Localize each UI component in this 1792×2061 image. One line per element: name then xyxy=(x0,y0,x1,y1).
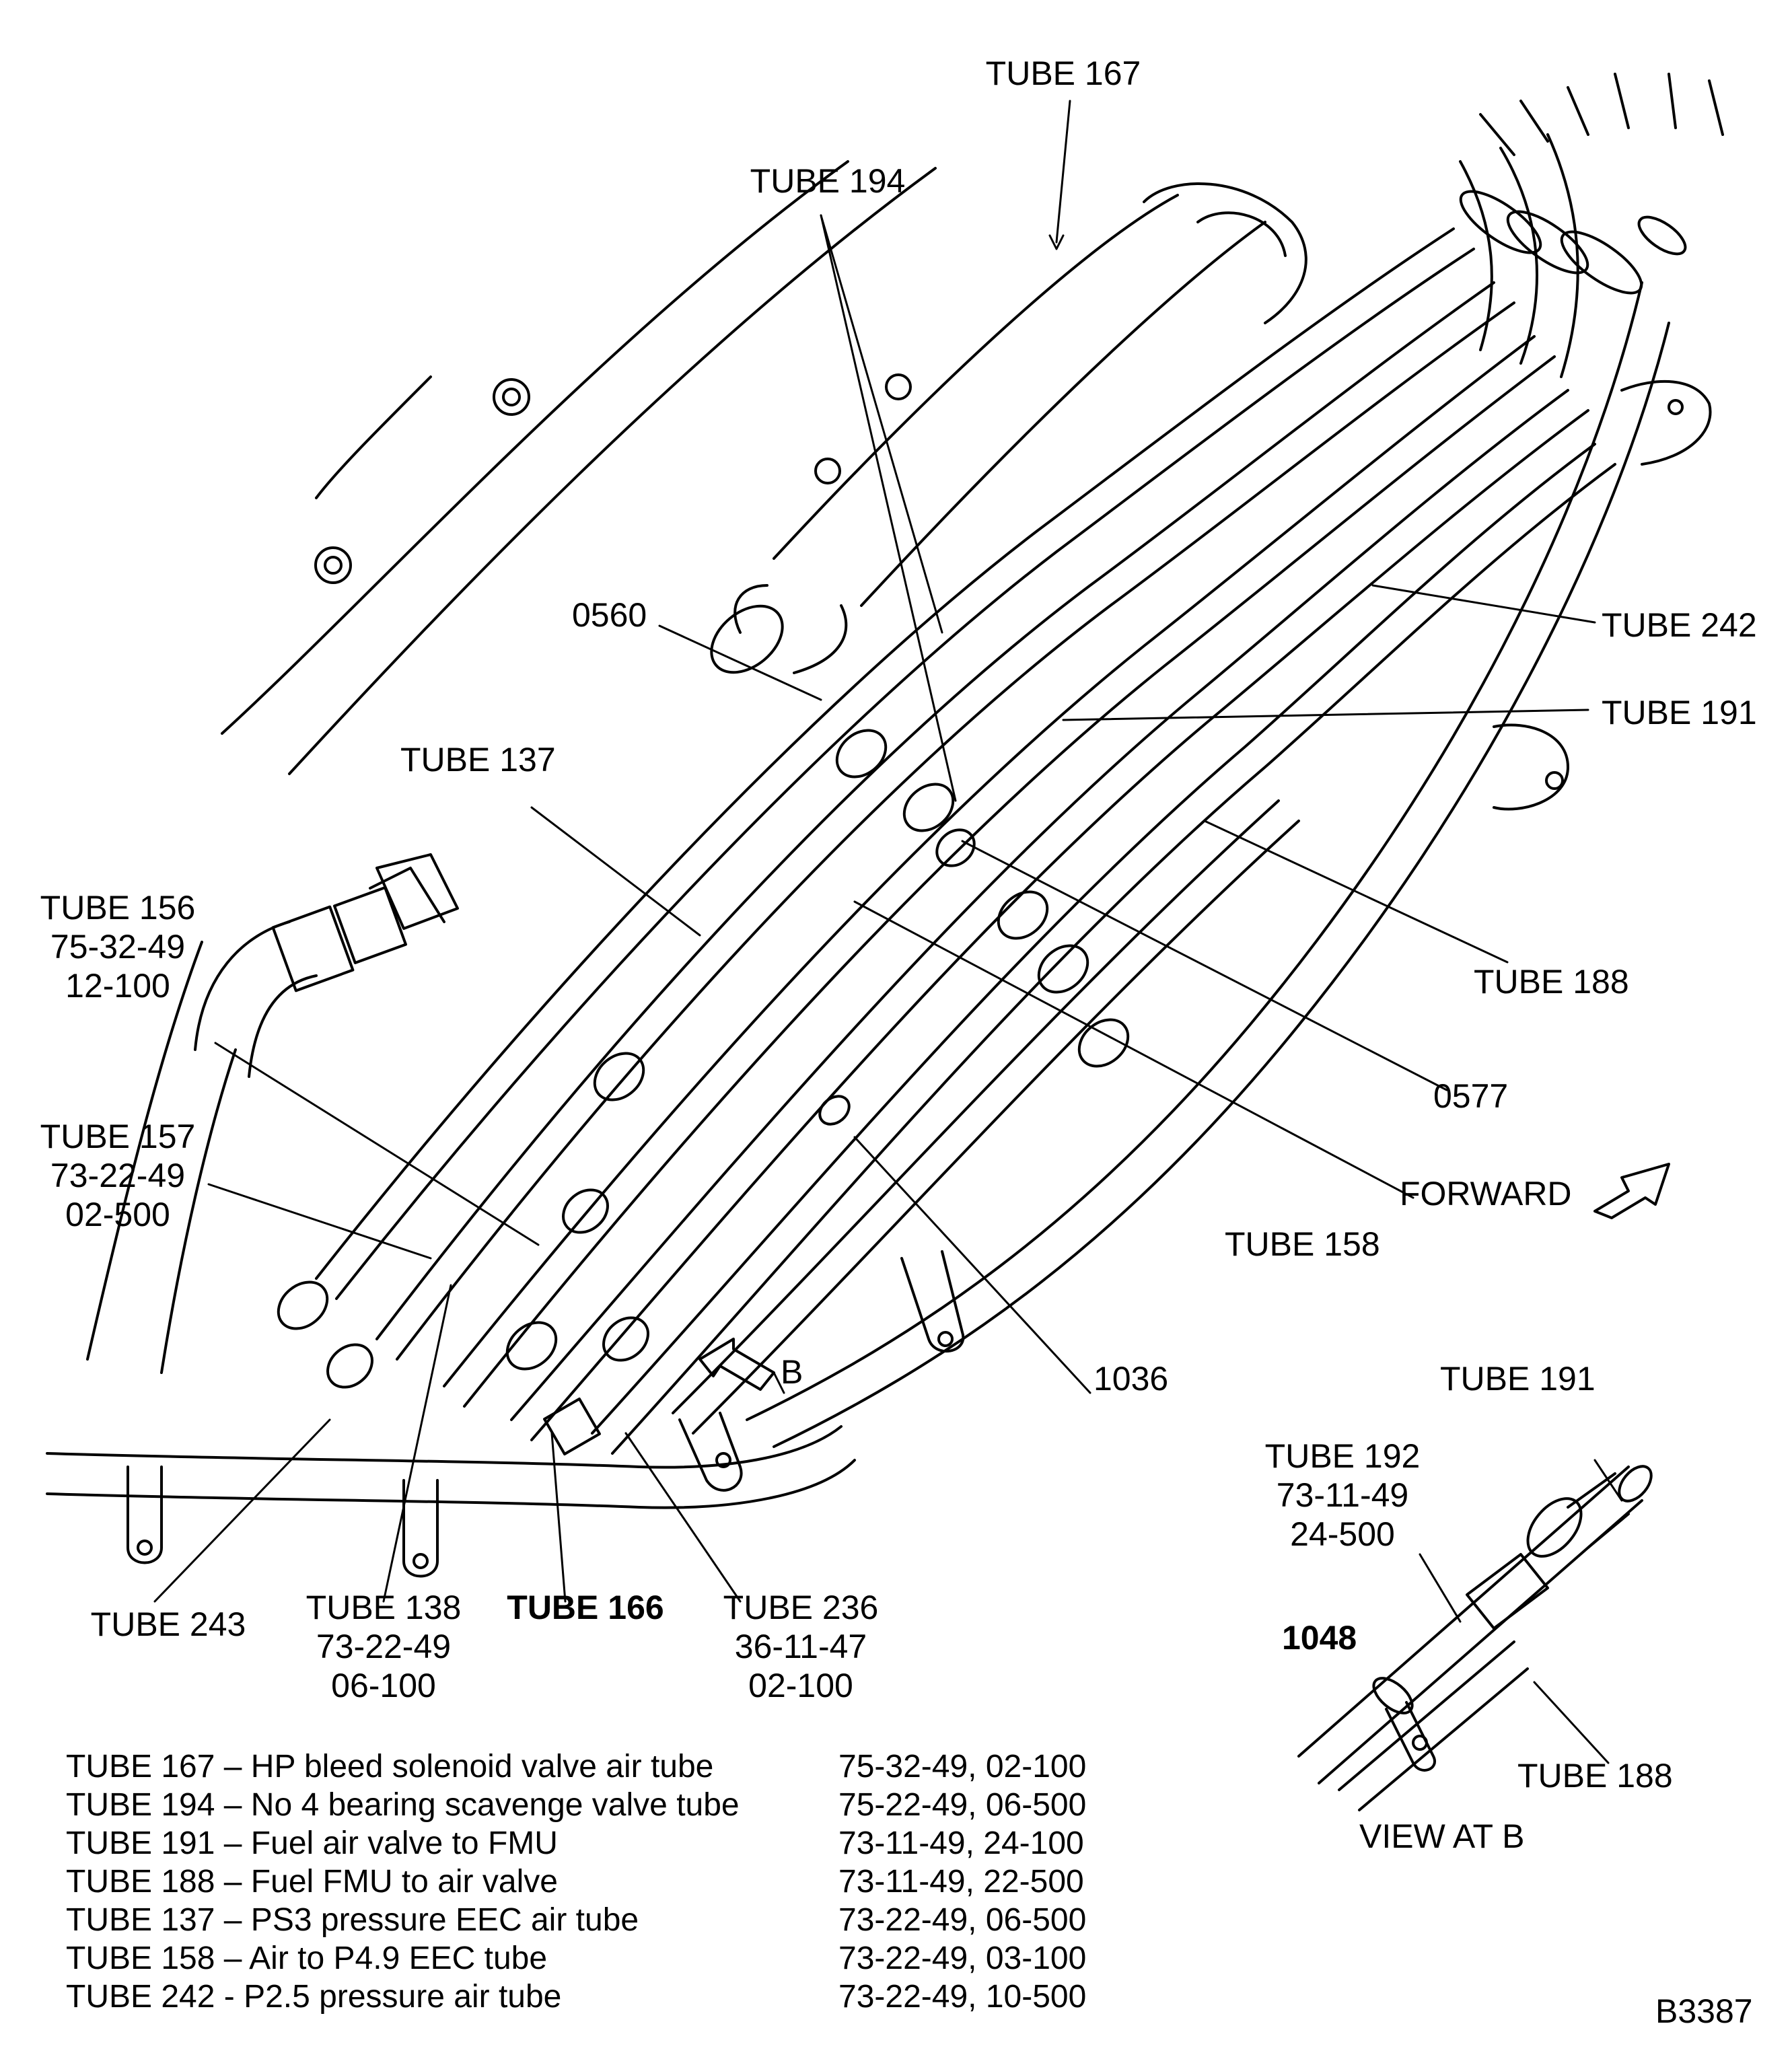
support-frame xyxy=(746,281,1712,1448)
lower-rail xyxy=(46,1250,965,1578)
label-tube-236-figure: 02-100 xyxy=(748,1667,853,1704)
couplings xyxy=(277,604,1130,1455)
legend-ref: 73-11-49, 22-500 xyxy=(838,1864,1084,1900)
figure-id: B3387 xyxy=(1655,1992,1753,2030)
legend-tube: TUBE 191 – Fuel air valve to FMU xyxy=(66,1825,558,1861)
label-tube-158: TUBE 158 xyxy=(1225,1225,1380,1263)
label-tube-156-chapter: 75-32-49 xyxy=(50,928,186,966)
legend-ref: 73-22-49, 06-500 xyxy=(838,1902,1087,1938)
label-b: B xyxy=(781,1353,803,1391)
label-tube-138: TUBE 138 xyxy=(306,1589,462,1626)
view-b-label-tube-188: TUBE 188 xyxy=(1517,1757,1673,1795)
upper-duct xyxy=(733,182,1307,674)
legend-ref: 75-22-49, 06-500 xyxy=(838,1787,1087,1823)
label-tube-191: TUBE 191 xyxy=(1602,694,1757,731)
tube-156-elbow xyxy=(194,853,459,1078)
label-tube-138-chapter: 73-22-49 xyxy=(316,1628,452,1665)
legend-ref: 73-11-49, 24-100 xyxy=(838,1825,1084,1861)
legend-ref: 73-22-49, 03-100 xyxy=(838,1941,1087,1976)
leader-lines xyxy=(153,100,1596,1603)
view-b-label-tube-192-figure: 24-500 xyxy=(1290,1515,1395,1553)
legend-tube: TUBE 242 - P2.5 pressure air tube xyxy=(66,1979,562,2015)
legend-tube: TUBE 167 – HP bleed solenoid valve air t… xyxy=(66,1749,714,1784)
view-b-label-tube-192-chapter: 73-11-49 xyxy=(1276,1476,1409,1514)
label-tube-157-chapter: 73-22-49 xyxy=(50,1157,186,1194)
label-tube-156: TUBE 156 xyxy=(40,889,196,927)
view-b-label-tube-192: TUBE 192 xyxy=(1264,1437,1421,1475)
label-tube-138-figure: 06-100 xyxy=(331,1667,436,1704)
view-b-caption: VIEW AT B xyxy=(1359,1817,1525,1855)
label-forward: FORWARD xyxy=(1400,1175,1572,1213)
label-tube-243: TUBE 243 xyxy=(90,1605,246,1643)
label-tube-242: TUBE 242 xyxy=(1602,606,1757,644)
engine-case-arcs xyxy=(86,160,937,1374)
label-tube-137: TUBE 137 xyxy=(400,741,556,779)
legend-tube: TUBE 158 – Air to P4.9 EEC tube xyxy=(66,1941,548,1976)
label-tube-157: TUBE 157 xyxy=(40,1118,196,1155)
view-b-arrow xyxy=(698,1338,775,1391)
legend-ref: 75-32-49, 02-100 xyxy=(838,1749,1087,1784)
label-tube-156-figure: 12-100 xyxy=(65,967,170,1005)
legend-ref: 73-22-49, 10-500 xyxy=(838,1979,1087,2015)
label-tube-166: TUBE 166 xyxy=(507,1589,664,1626)
tube-bundle xyxy=(315,133,1616,1455)
label-1036: 1036 xyxy=(1094,1360,1169,1398)
view-b-detail xyxy=(1297,1459,1653,1811)
label-tube-194: TUBE 194 xyxy=(750,162,906,200)
label-0577: 0577 xyxy=(1433,1077,1509,1115)
label-tube-167: TUBE 167 xyxy=(985,55,1141,92)
label-tube-188: TUBE 188 xyxy=(1474,963,1629,1001)
forward-arrow xyxy=(1593,1163,1670,1219)
view-b-label-1048: 1048 xyxy=(1282,1619,1357,1657)
legend-tube: TUBE 194 – No 4 bearing scavenge valve t… xyxy=(66,1787,740,1823)
label-tube-157-figure: 02-500 xyxy=(65,1196,170,1233)
view-b-label-tube-191: TUBE 191 xyxy=(1440,1360,1596,1398)
legend-tube: TUBE 188 – Fuel FMU to air valve xyxy=(66,1864,558,1900)
label-tube-236-chapter: 36-11-47 xyxy=(734,1628,867,1665)
case-bosses xyxy=(314,373,912,584)
label-tube-236: TUBE 236 xyxy=(723,1589,879,1626)
label-0560: 0560 xyxy=(572,596,647,634)
legend-tube: TUBE 137 – PS3 pressure EEC air tube xyxy=(66,1902,639,1938)
